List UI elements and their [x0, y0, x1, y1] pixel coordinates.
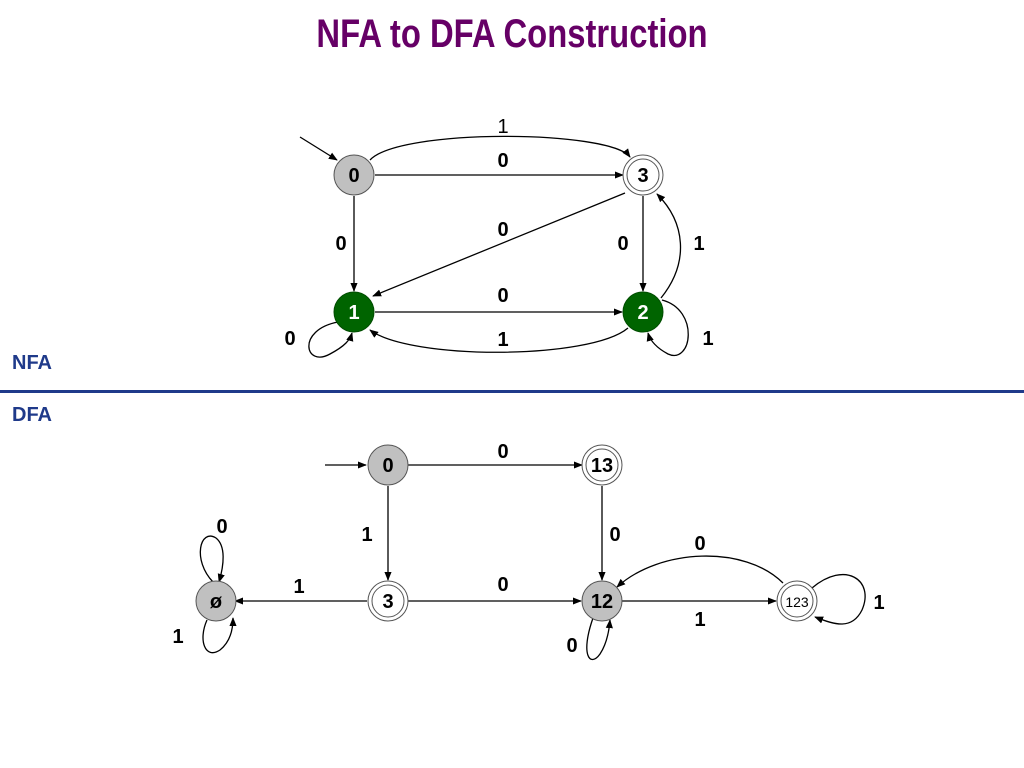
dfa-state-empty: ø [195, 580, 237, 622]
nfa-diagram: 1 0 0 0 0 1 0 1 0 1 0 3 1 2 [284, 116, 714, 358]
dfa-diagram: 0 1 0 1 0 1 0 1 0 0 1 0 13 ø 3 [172, 441, 885, 661]
nfa-state-3: 3 [622, 154, 664, 196]
nfa-state-1-label: 1 [348, 302, 359, 324]
dfa-state-0: 0 [367, 444, 409, 486]
dfa-state-empty-label: ø [210, 591, 223, 613]
dfa-label-0-3: 1 [361, 524, 372, 546]
dfa-label-loop-empty-1: 1 [172, 626, 183, 648]
dfa-state-12-label: 12 [591, 591, 613, 613]
dfa-state-13: 13 [581, 444, 623, 486]
dfa-label-loop-123: 1 [873, 592, 884, 614]
dfa-label-loop-12: 0 [566, 635, 577, 657]
dfa-label-3-empty: 1 [293, 576, 304, 598]
dfa-state-3-label: 3 [382, 591, 393, 613]
nfa-state-3-label: 3 [637, 165, 648, 187]
dfa-label-3-12: 0 [497, 574, 508, 596]
nfa-label-0-1-0: 0 [335, 233, 346, 255]
dfa-label-123-12: 0 [694, 533, 705, 555]
dfa-state-123-label: 123 [785, 594, 809, 610]
nfa-self-loop-2 [646, 299, 689, 357]
section-divider [0, 390, 1024, 393]
nfa-section-label: NFA [12, 352, 52, 374]
nfa-start-arrow [299, 136, 338, 161]
nfa-state-2: 2 [622, 291, 664, 333]
nfa-label-1-2-0: 0 [497, 285, 508, 307]
dfa-state-123: 123 [776, 580, 818, 622]
nfa-state-0-label: 0 [348, 165, 359, 187]
dfa-edge-123-12-0 [616, 555, 784, 588]
nfa-edge-2-1-1 [369, 327, 629, 353]
nfa-edge-0-3-1 [369, 135, 631, 161]
dfa-label-0-13: 0 [497, 441, 508, 463]
dfa-label-13-12: 0 [609, 524, 620, 546]
dfa-state-0-label: 0 [382, 455, 393, 477]
nfa-label-3-2-0: 0 [617, 233, 628, 255]
dfa-label-loop-empty-0: 0 [216, 516, 227, 538]
dfa-state-12: 12 [581, 580, 623, 622]
nfa-label-loop-2: 1 [702, 328, 713, 350]
nfa-edge-3-1-0 [372, 192, 626, 297]
nfa-edge-2-3-1 [656, 193, 682, 299]
nfa-state-0: 0 [333, 154, 375, 196]
dfa-self-loop-12 [586, 617, 613, 661]
dfa-self-loop-123 [811, 574, 866, 625]
nfa-label-0-3-1: 1 [497, 116, 508, 138]
nfa-state-1: 1 [333, 291, 375, 333]
nfa-label-2-1-1: 1 [497, 329, 508, 351]
nfa-state-2-label: 2 [637, 302, 648, 324]
nfa-label-loop-1: 0 [284, 328, 295, 350]
page-title: NFA to DFA Construction [316, 12, 708, 56]
dfa-state-13-label: 13 [591, 455, 613, 477]
nfa-label-0-3-0: 0 [497, 150, 508, 172]
dfa-state-3: 3 [367, 580, 409, 622]
dfa-label-12-123: 1 [694, 609, 705, 631]
dfa-self-loop-empty-0 [199, 535, 225, 583]
nfa-label-3-1-0: 0 [497, 219, 508, 241]
dfa-section-label: DFA [12, 404, 52, 426]
nfa-self-loop-1 [308, 321, 354, 358]
dfa-self-loop-empty-1 [202, 617, 237, 654]
nfa-label-2-3-1: 1 [693, 233, 704, 255]
